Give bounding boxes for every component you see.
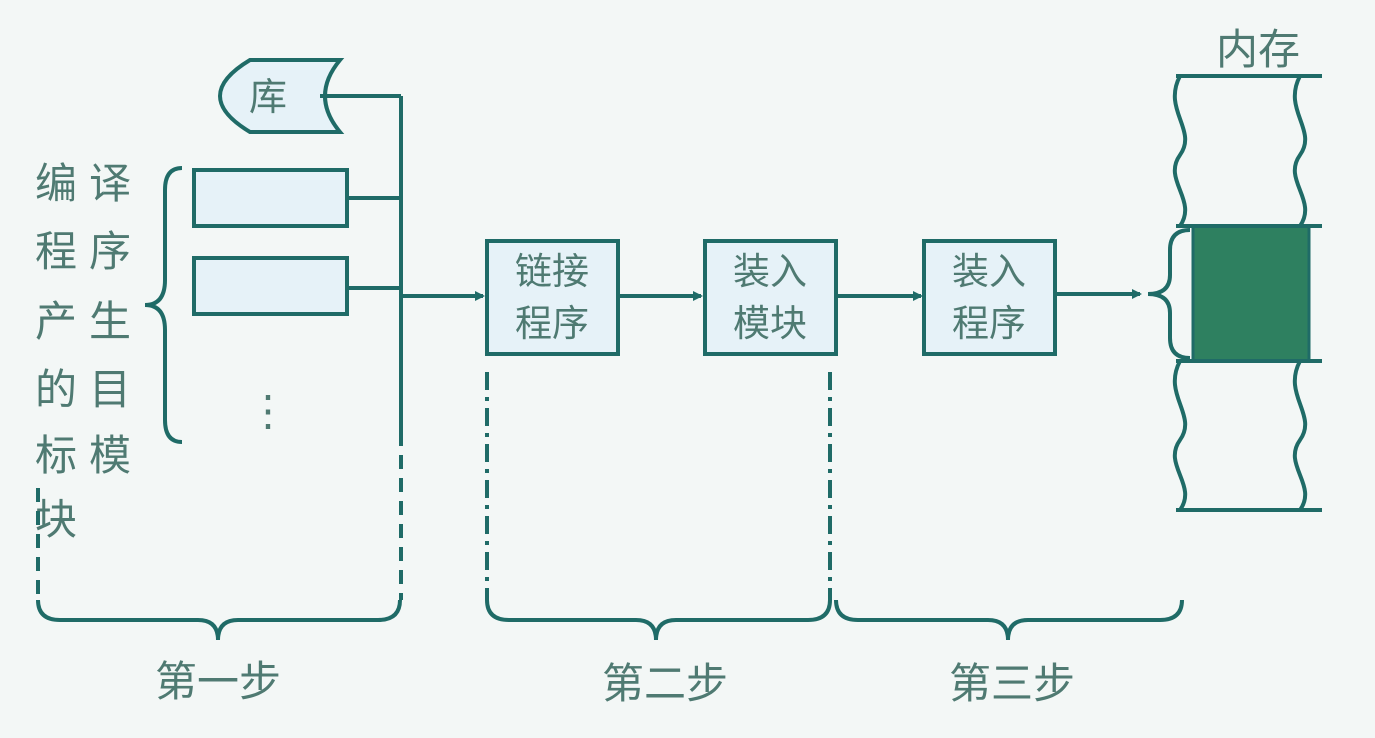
- label-char-4: 序: [89, 227, 131, 276]
- label-char-3: 程: [35, 227, 77, 276]
- memory-block: 内存: [1147, 25, 1322, 512]
- step3-brace: [834, 599, 1184, 641]
- label-char-10: 模: [89, 431, 131, 480]
- library-label: 库: [249, 75, 287, 119]
- label-char-7: 的: [35, 365, 77, 414]
- linker-box: [485, 239, 620, 356]
- memory-allocated-region: [1191, 224, 1311, 363]
- load-module-line1: 装入: [733, 250, 807, 293]
- memory-right-wavy-top: [1292, 75, 1308, 228]
- object-module-box-2: [192, 256, 349, 316]
- step3-label: 第三步: [949, 659, 1075, 708]
- label-char-9: 标: [35, 431, 77, 480]
- memory-input-brace: [1147, 228, 1191, 360]
- memory-right-wavy-bottom: [1292, 360, 1308, 512]
- memory-left-wavy-top: [1172, 75, 1188, 228]
- label-char-1: 编: [35, 159, 77, 208]
- load-module-box: [703, 239, 838, 356]
- load-module-line2: 模块: [733, 302, 807, 345]
- linker-line1: 链接: [515, 250, 589, 293]
- label-char-11: 块: [35, 495, 77, 544]
- step1-brace: [36, 599, 402, 641]
- loader-line1: 装入: [952, 250, 1026, 293]
- library-cylinder: 库: [218, 58, 345, 134]
- label-char-8: 目: [89, 365, 131, 414]
- label-char-2: 译: [89, 159, 131, 208]
- step2-brace: [485, 599, 832, 641]
- label-char-5: 产: [35, 297, 77, 346]
- object-module-box-1: [192, 168, 349, 228]
- memory-label: 内存: [1216, 25, 1300, 74]
- loader-line2: 程序: [952, 302, 1026, 345]
- modules-brace: [144, 166, 183, 444]
- linker-line2: 程序: [515, 302, 589, 345]
- compiler-output-label: 编 译 程 序 产 生 的 目 标 模 块: [35, 159, 131, 544]
- step2-label: 第二步: [602, 659, 728, 708]
- loader-box: [922, 239, 1057, 356]
- step1-label: 第一步: [155, 657, 281, 706]
- ellipsis-dots: ⋮: [247, 386, 289, 435]
- label-char-6: 生: [89, 297, 131, 346]
- memory-left-wavy-bottom: [1172, 360, 1188, 512]
